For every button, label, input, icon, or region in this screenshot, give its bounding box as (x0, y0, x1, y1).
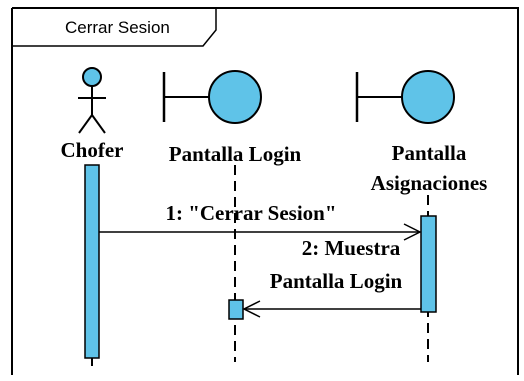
frame: Cerrar Sesion (11, 7, 519, 375)
frame-title-tab (12, 8, 217, 47)
boundary-pantalla-login: Pantalla Login (162, 70, 302, 166)
boundary-pantalla-asignaciones: Pantalla Asignaciones (355, 70, 488, 195)
boundary-asignaciones-label-line2: Asignaciones (371, 171, 488, 195)
message-1-label: 1: "Cerrar Sesion" (165, 201, 336, 225)
actor-head (82, 67, 102, 87)
actor-chofer-label: Chofer (61, 138, 124, 162)
boundary-login-label: Pantalla Login (169, 142, 302, 166)
message-2-arrowhead (242, 300, 261, 318)
boundary-login-circle (208, 70, 262, 124)
boundary-asignaciones-label-line1: Pantalla (392, 141, 467, 165)
message-2: 2: Muestra Pantalla Login (242, 236, 421, 318)
activation-chofer (84, 164, 100, 359)
message-1: 1: "Cerrar Sesion" (99, 201, 422, 241)
message-2-label-line1: 2: Muestra (302, 236, 401, 260)
boundary-asignaciones-circle (401, 70, 455, 124)
frame-title: Cerrar Sesion (65, 18, 170, 37)
activation-asignaciones (420, 215, 437, 313)
activation-login (228, 299, 244, 320)
message-2-label-line2: Pantalla Login (270, 269, 403, 293)
message-1-arrowhead (403, 223, 422, 241)
actor-chofer: Chofer (61, 67, 124, 162)
